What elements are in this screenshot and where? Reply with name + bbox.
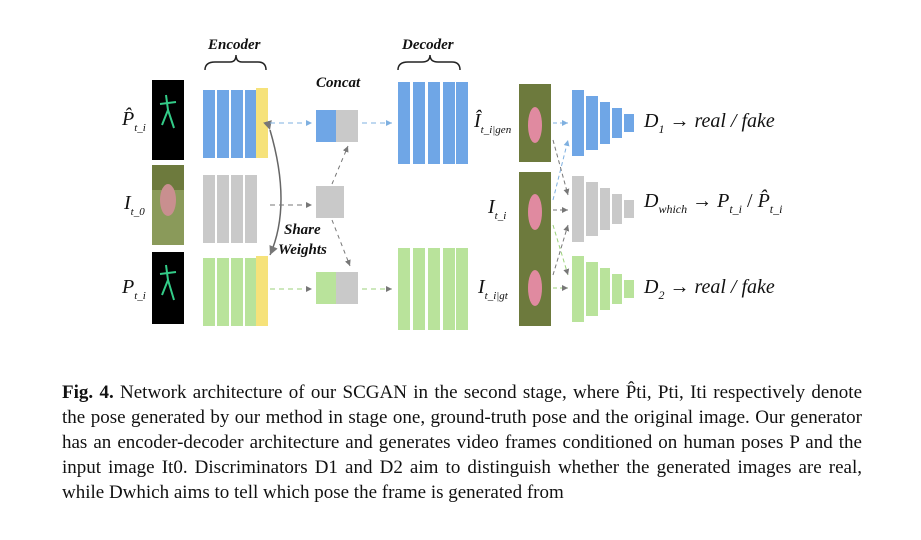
encoder-brace [204, 54, 267, 71]
concat-bottom-block [316, 272, 338, 304]
caption-text: Network architecture of our SCGAN in the… [62, 382, 863, 503]
decoder-blue-stack [398, 82, 468, 164]
concat-top-block [316, 110, 338, 142]
architecture-diagram [152, 54, 634, 330]
decoder-green-stack [398, 248, 468, 330]
architecture-figure: Encoder Decoder Concat Share Weights P̂t… [122, 37, 783, 330]
decoder-label: Decoder [402, 37, 454, 53]
concat-middle-block [316, 186, 344, 218]
caption-label: Fig. 4. [62, 382, 114, 403]
decoder-brace [397, 54, 461, 71]
discriminator-d2 [572, 256, 634, 322]
discriminator-d1 [572, 90, 634, 156]
p-hat-symbol: P̂t_i [122, 108, 146, 134]
pose-hat-image [152, 80, 184, 160]
encoder-green-stack [203, 256, 268, 326]
pose-image [152, 252, 184, 324]
figure-caption: Fig. 4. Network architecture of our SCGA… [62, 380, 862, 505]
p-symbol: Pt_i [122, 276, 146, 302]
encoder-gray-stack [203, 175, 257, 243]
i-gen-symbol: Ît_i|gen [474, 110, 512, 136]
encoder-blue-stack [203, 88, 268, 158]
d1-output: D1 → real / fake [644, 110, 775, 136]
encoder-label: Encoder [208, 37, 261, 53]
weights-label: Weights [278, 242, 327, 258]
discriminator-dwhich [572, 176, 634, 242]
i-t0-symbol: It_0 [124, 192, 145, 218]
concat-label: Concat [316, 75, 361, 91]
i-symbol: It_i [488, 196, 507, 222]
i-gt-symbol: It_i|gt [478, 276, 508, 302]
dwhich-output: Dwhich → Pt_i / P̂t_i [644, 190, 783, 216]
d2-output: D2 → real / fake [644, 276, 775, 302]
share-label: Share [284, 222, 321, 238]
